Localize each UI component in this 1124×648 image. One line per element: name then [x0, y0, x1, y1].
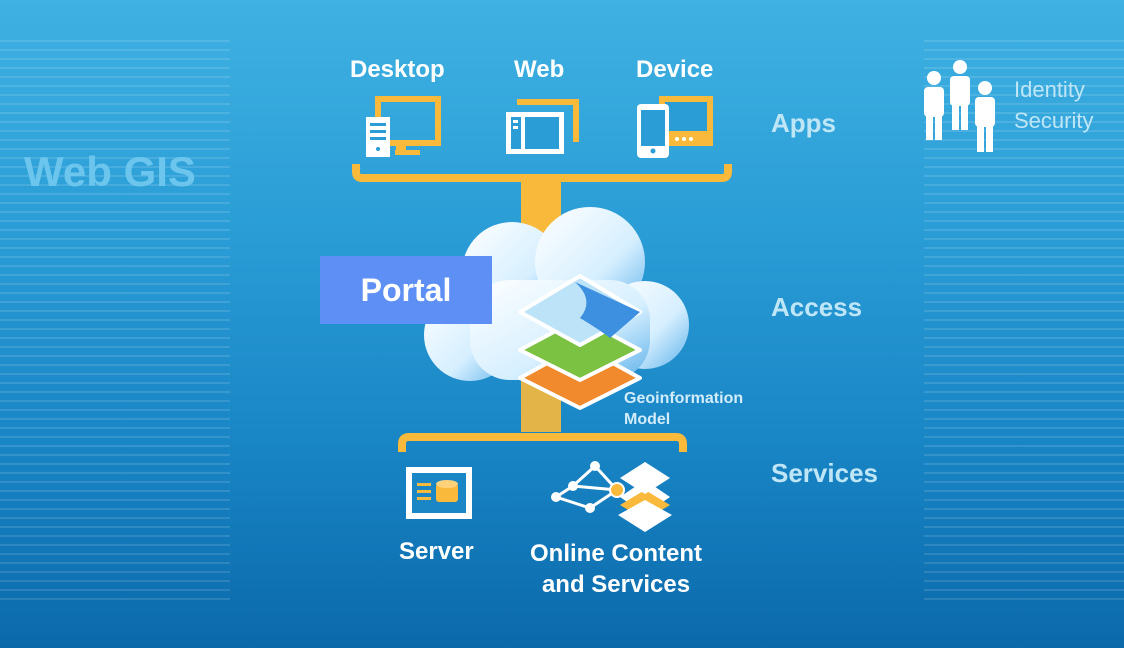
apps-bracket — [352, 164, 732, 182]
geoinformation-model-label: Geoinformation Model — [624, 388, 743, 430]
web-label: Web — [514, 56, 565, 83]
online-content-label: Online Content and Services — [516, 538, 716, 600]
online-content-icon — [551, 461, 672, 532]
identity-line: Identity — [1014, 77, 1085, 102]
online-line2: and Services — [541, 571, 691, 598]
tier-apps: Apps — [771, 108, 836, 138]
services-bracket — [398, 433, 687, 452]
identity-security-label: Identity Security — [1014, 74, 1093, 136]
device-icon — [637, 96, 713, 158]
web-gis-title: Web GIS — [24, 148, 196, 195]
identity-people-icon — [924, 60, 995, 152]
server-label: Server — [399, 538, 474, 565]
background-texture-left — [0, 40, 230, 600]
geoinfo-line1: Geoinformation — [624, 390, 744, 407]
geoinformation-layers-icon — [518, 274, 642, 410]
portal-box: Portal — [320, 256, 492, 324]
tier-services: Services — [771, 458, 878, 488]
device-label: Device — [636, 56, 714, 83]
desktop-icon — [366, 96, 441, 157]
geoinfo-line2: Model — [624, 411, 671, 428]
online-line1: Online Content — [530, 540, 702, 567]
server-icon — [406, 467, 472, 519]
web-browser-icon — [506, 99, 579, 154]
desktop-label: Desktop — [350, 56, 445, 83]
security-line: Security — [1014, 108, 1094, 133]
tier-access: Access — [771, 292, 863, 322]
background-texture-right — [924, 40, 1124, 600]
